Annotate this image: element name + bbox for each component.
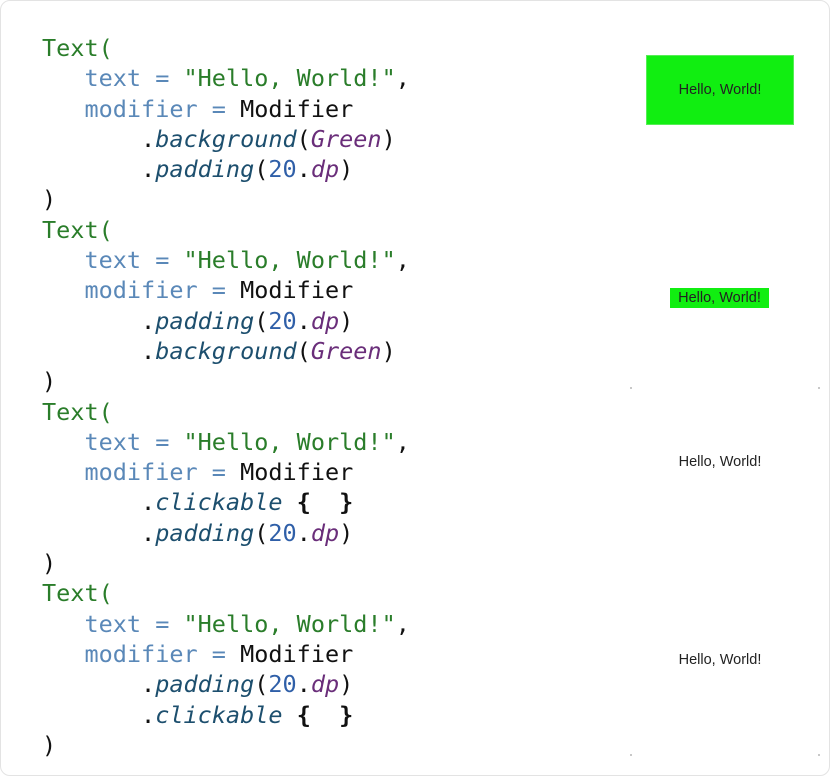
modifier-base: Modifier (240, 276, 354, 305)
code-line-modifier-call: .clickable { } (42, 488, 354, 517)
open-paren: ( (254, 670, 269, 699)
code-line-close: ) (42, 548, 410, 578)
call-name: Text( (42, 579, 113, 608)
code-line-modifier-arg: modifier = Modifier (84, 639, 354, 668)
call-name: Text( (42, 397, 113, 426)
bounds-marker (818, 754, 820, 756)
code-line-text-arg: text = "Hello, World!", (84, 246, 410, 275)
preview-text-background-then-padding: Hello, World! (646, 55, 794, 125)
param-name: text (84, 609, 142, 638)
unit-extension: dp (310, 155, 340, 184)
unit-extension: dp (310, 306, 340, 335)
close-paren: ) (339, 306, 354, 335)
modifier-function: padding (155, 155, 255, 184)
unit-extension: dp (310, 670, 340, 699)
bounds-marker (818, 387, 820, 389)
code-line-modifier-arg: modifier = Modifier (84, 458, 354, 487)
code-line-text-arg: text = "Hello, World!", (84, 427, 410, 456)
preview-label: Hello, World! (678, 290, 761, 306)
code-line-close: ) (42, 730, 410, 760)
modifier-function: padding (155, 306, 255, 335)
param-name: text (84, 64, 142, 93)
lambda-open-brace: { (296, 700, 311, 729)
string-literal: "Hello, World!" (183, 609, 396, 638)
unit-extension: dp (310, 518, 340, 547)
modifier-function: background (155, 336, 297, 365)
lambda-open-brace: { (296, 488, 311, 517)
code-line-call: Text( (42, 33, 410, 63)
string-literal: "Hello, World!" (183, 64, 396, 93)
modifier-function: padding (155, 670, 255, 699)
code-line-call: Text( (42, 215, 410, 245)
code-line-modifier-call: .background(Green) (42, 124, 396, 153)
open-paren: ( (254, 306, 269, 335)
param-name: text (84, 427, 142, 456)
code-line-call: Text( (42, 578, 410, 608)
string-literal: "Hello, World!" (183, 427, 396, 456)
code-line-text-arg: text = "Hello, World!", (84, 609, 410, 638)
modifier-base: Modifier (240, 639, 354, 668)
close-paren: ) (42, 185, 57, 214)
close-paren: ) (381, 124, 396, 153)
preview-label: Hello, World! (678, 454, 762, 470)
string-literal: "Hello, World!" (183, 246, 396, 275)
modifier-function: padding (155, 518, 255, 547)
close-paren: ) (42, 549, 57, 578)
preview-text-padding-then-clickable[interactable]: Hello, World! (655, 643, 785, 677)
code-line-modifier-call: .background(Green) (42, 336, 396, 365)
modifier-function: clickable (155, 700, 283, 729)
open-paren: ( (254, 155, 269, 184)
close-paren: ) (381, 336, 396, 365)
code-listing: Text( text = "Hello, World!", modifier =… (42, 33, 410, 760)
number-literal: 20 (268, 670, 297, 699)
modifier-function: background (155, 124, 297, 153)
lambda-close-brace: } (339, 700, 354, 729)
code-line-modifier-call: .clickable { } (42, 700, 354, 729)
param-name: modifier (84, 639, 198, 668)
code-line-modifier-call: .padding(20.dp) (42, 670, 354, 699)
call-name: Text( (42, 34, 113, 62)
preview-text-padding-then-background: Hello, World! (670, 288, 769, 308)
preview-text-clickable-then-padding[interactable]: Hello, World! (655, 445, 785, 479)
code-line-modifier-arg: modifier = Modifier (84, 94, 354, 123)
param-name: modifier (84, 276, 198, 305)
close-paren: ) (42, 730, 57, 759)
number-literal: 20 (268, 306, 297, 335)
bounds-marker (630, 754, 632, 756)
color-argument: Green (310, 336, 382, 365)
close-paren: ) (339, 155, 354, 184)
close-paren: ) (339, 518, 354, 547)
close-paren: ) (339, 670, 354, 699)
close-paren: ) (42, 367, 57, 396)
number-literal: 20 (268, 518, 297, 547)
open-paren: ( (254, 518, 269, 547)
number-literal: 20 (268, 155, 297, 184)
param-name: modifier (84, 458, 198, 487)
modifier-function: clickable (155, 488, 283, 517)
code-line-call: Text( (42, 397, 410, 427)
code-line-modifier-call: .padding(20.dp) (42, 518, 354, 547)
open-paren: ( (296, 336, 311, 365)
preview-label: Hello, World! (678, 82, 762, 98)
param-name: text (84, 246, 142, 275)
open-paren: ( (296, 124, 311, 153)
modifier-base: Modifier (240, 458, 354, 487)
param-name: modifier (84, 94, 198, 123)
code-line-close: ) (42, 184, 410, 214)
call-name: Text( (42, 215, 113, 244)
code-line-close: ) (42, 366, 410, 396)
code-line-modifier-call: .padding(20.dp) (42, 306, 354, 335)
color-argument: Green (310, 124, 382, 153)
bounds-marker (630, 387, 632, 389)
modifier-base: Modifier (240, 94, 354, 123)
code-line-modifier-call: .padding(20.dp) (42, 155, 354, 184)
lambda-close-brace: } (339, 488, 354, 517)
preview-label: Hello, World! (678, 652, 762, 668)
code-line-text-arg: text = "Hello, World!", (84, 64, 410, 93)
code-line-modifier-arg: modifier = Modifier (84, 276, 354, 305)
